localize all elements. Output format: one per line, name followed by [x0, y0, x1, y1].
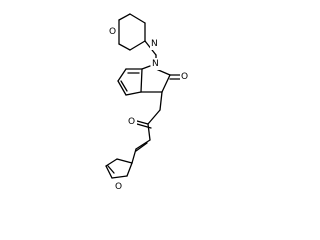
bond	[125, 91, 142, 96]
bond	[111, 175, 128, 179]
bond	[147, 109, 161, 125]
atom-labels: O N N O O O	[108, 26, 190, 193]
benzene-ring	[117, 68, 143, 96]
bond	[136, 123, 152, 129]
morpholine-oxygen-label: O	[109, 27, 116, 37]
bond	[117, 68, 127, 82]
molecule-structure: O N N O O O	[105, 13, 190, 193]
bond	[159, 91, 163, 111]
bond	[105, 165, 113, 179]
bond	[129, 13, 146, 24]
furan-oxygen-label: O	[115, 182, 122, 192]
bond	[141, 65, 151, 70]
atom-label-bg	[151, 58, 161, 70]
indolinone-nitrogen-label: N	[152, 59, 159, 69]
bond	[135, 139, 151, 150]
lactam-oxygen-label: O	[181, 72, 188, 82]
bond	[147, 123, 151, 141]
furan-ring	[105, 148, 137, 179]
bond	[120, 80, 128, 92]
atom-label-bg	[150, 38, 160, 50]
bond	[107, 165, 115, 174]
atom-label-bg	[108, 26, 118, 38]
atom-label-bg	[127, 116, 137, 128]
morpholine-nitrogen-label: N	[151, 39, 158, 49]
bond	[161, 74, 171, 93]
lactam-carbonyl	[169, 74, 182, 80]
bond	[117, 80, 127, 96]
bond	[118, 13, 131, 21]
atom-label-bg	[114, 181, 124, 193]
bond	[140, 68, 143, 93]
bond	[131, 148, 137, 164]
bond	[116, 158, 133, 164]
side-chain	[135, 91, 163, 152]
atom-label-bg	[180, 71, 190, 83]
bond	[105, 158, 118, 167]
bond	[126, 162, 133, 177]
ketone-oxygen-label: O	[128, 117, 135, 127]
morpholine-ring	[118, 13, 146, 51]
bond	[118, 43, 131, 51]
bond	[136, 120, 149, 125]
bond	[129, 40, 146, 51]
bond	[135, 142, 148, 152]
